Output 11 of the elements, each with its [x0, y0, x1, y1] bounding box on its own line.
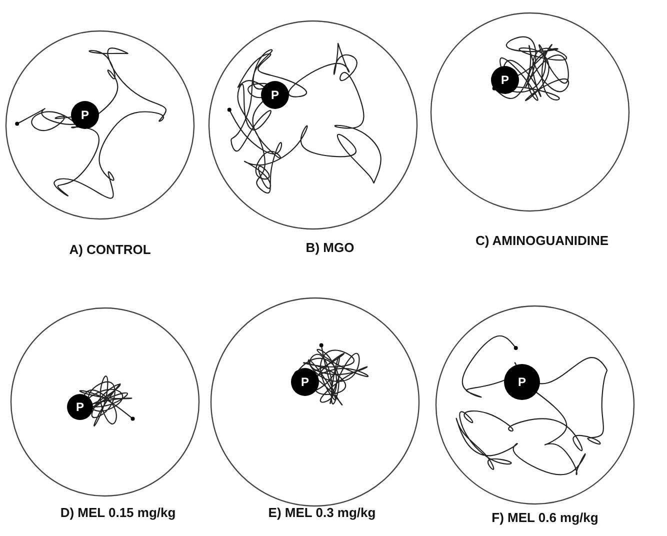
- platform-marker: P: [67, 394, 93, 420]
- group-label: F) MEL 0.6 mg/kg: [492, 510, 598, 525]
- platform-marker: P: [291, 368, 319, 396]
- group-label: E) MEL 0.3 mg/kg: [268, 505, 376, 520]
- platform-marker: P: [504, 364, 540, 400]
- group-label: C) AMINOGUANIDINE: [475, 233, 609, 248]
- platform-marker: P: [71, 101, 99, 129]
- platform-marker: P: [491, 66, 519, 94]
- group-label: D) MEL 0.15 mg/kg: [60, 505, 176, 520]
- group-label: B) MGO: [306, 240, 354, 255]
- group-label: A) CONTROL: [69, 242, 151, 257]
